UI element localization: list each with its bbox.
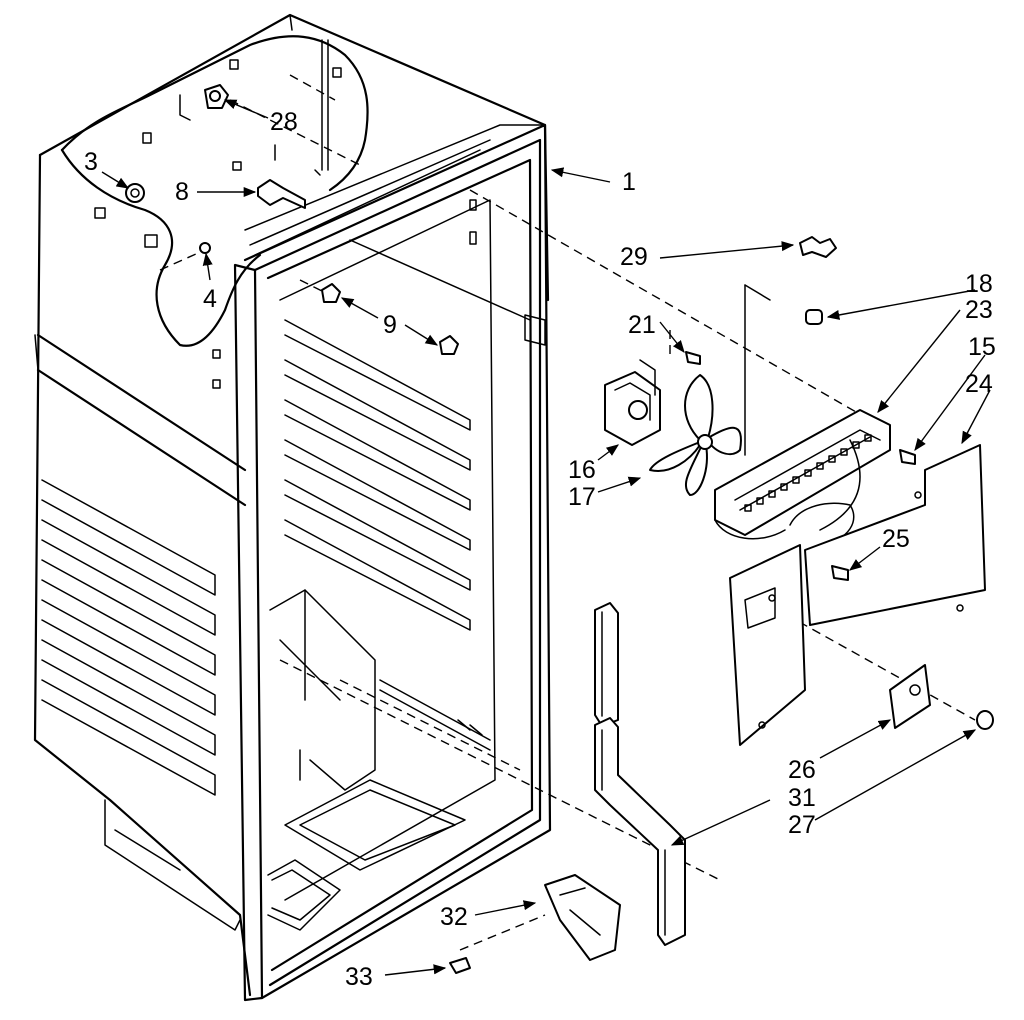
callout-16: 16: [568, 456, 596, 484]
part-3: [125, 183, 145, 203]
callout-15: 15: [968, 333, 996, 361]
part-back-panel: [729, 544, 806, 746]
callout-18: 18: [965, 270, 993, 298]
callout-3: 3: [84, 148, 98, 176]
callout-28: 28: [270, 108, 298, 136]
callout-24: 24: [965, 370, 993, 398]
callout-1: 1: [622, 168, 636, 196]
part-26-plate: [889, 664, 931, 729]
callout-33: 33: [345, 963, 373, 991]
callout-26: 26: [788, 756, 816, 784]
callout-29: 29: [620, 243, 648, 271]
part-23-shroud: [714, 284, 891, 546]
callout-31: 31: [788, 784, 816, 812]
callout-32: 32: [440, 903, 468, 931]
callout-25: 25: [882, 525, 910, 553]
assembly-dashed-lines: [159, 74, 976, 951]
callout-21: 21: [628, 311, 656, 339]
callout-27: 27: [788, 811, 816, 839]
part-15-screw: [899, 449, 916, 465]
part-17-fan-blade: [649, 374, 742, 496]
part-33-screw: [449, 957, 471, 974]
part-4: [199, 242, 211, 254]
part-16-motor: [604, 359, 661, 446]
leader-lines: [101, 99, 991, 976]
callout-labels: 1 3 4 8 9 15 16 17 18 21 23 24 25 26 27 …: [84, 108, 996, 991]
part-8: [257, 179, 306, 209]
part-31-strip: [594, 602, 686, 946]
part-29: [799, 236, 837, 258]
part-25-screw: [831, 565, 849, 581]
callout-8: 8: [175, 178, 189, 206]
callout-23: 23: [965, 296, 993, 324]
part-9: [321, 283, 459, 355]
callout-17: 17: [568, 483, 596, 511]
callout-4: 4: [203, 285, 217, 313]
door-flange: [233, 123, 552, 1002]
part-27-plug: [976, 710, 994, 730]
callout-9: 9: [383, 311, 397, 339]
part-24-cover-panel: [804, 444, 986, 626]
part-28: [204, 84, 229, 109]
refrigerator-cabinet: [33, 13, 550, 997]
inner-liner: [267, 199, 546, 931]
part-18: [805, 309, 823, 325]
part-21: [685, 351, 701, 365]
part-32-drain-trough: [544, 874, 621, 961]
